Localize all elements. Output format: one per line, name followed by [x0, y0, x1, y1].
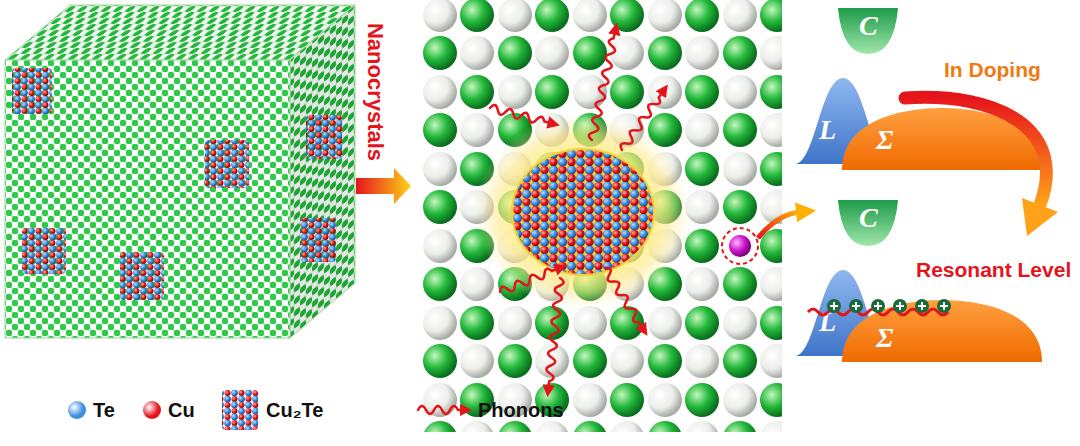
phonon-waves [489, 32, 665, 388]
legend-item: Te [93, 399, 115, 421]
band-label: C [859, 12, 878, 40]
legend-swatch [143, 401, 161, 419]
legend-item: Cu₂Te [266, 399, 323, 421]
band-label: Σ [876, 126, 893, 154]
band-label: L [819, 308, 836, 336]
dopant-arrow [758, 212, 800, 238]
band-label: Σ [876, 324, 893, 352]
resonant-level-line [808, 309, 948, 315]
hole-symbols [827, 299, 951, 313]
legend-item: Cu [168, 399, 195, 421]
process-label: Nanocrystals [363, 23, 388, 161]
legend-text: Cu₂Te [266, 399, 323, 421]
valence-band-sigma: Σ [842, 300, 1042, 362]
process-arrow [356, 168, 411, 204]
annotation-label: Resonant Level [916, 258, 1071, 281]
valence-band-sigma: Σ [842, 108, 1042, 170]
band-label: C [859, 204, 878, 232]
label-holder: Resonant Level [916, 258, 1071, 281]
band-shape [842, 300, 1042, 362]
conduction-band: C [838, 8, 898, 54]
label-holder: In Doping [944, 58, 1041, 81]
conduction-band: C [838, 200, 898, 246]
legend-text: Phonons [478, 399, 564, 421]
label-holder: Nanocrystals [363, 23, 387, 161]
legend-symbols [222, 390, 462, 430]
lattice-view [420, 0, 782, 432]
legend-item: Phonons [478, 399, 564, 421]
process-label: In Doping [944, 58, 1041, 81]
band-label: L [819, 116, 836, 144]
legend-text: Te [93, 399, 115, 421]
bulk-crystal-cube [5, 5, 355, 338]
doping-arrow [905, 97, 1058, 236]
nanocrystal-inclusions [12, 68, 342, 300]
legend-swatch [68, 401, 86, 419]
band-shape [842, 108, 1042, 170]
legend-text: Cu [168, 399, 195, 421]
